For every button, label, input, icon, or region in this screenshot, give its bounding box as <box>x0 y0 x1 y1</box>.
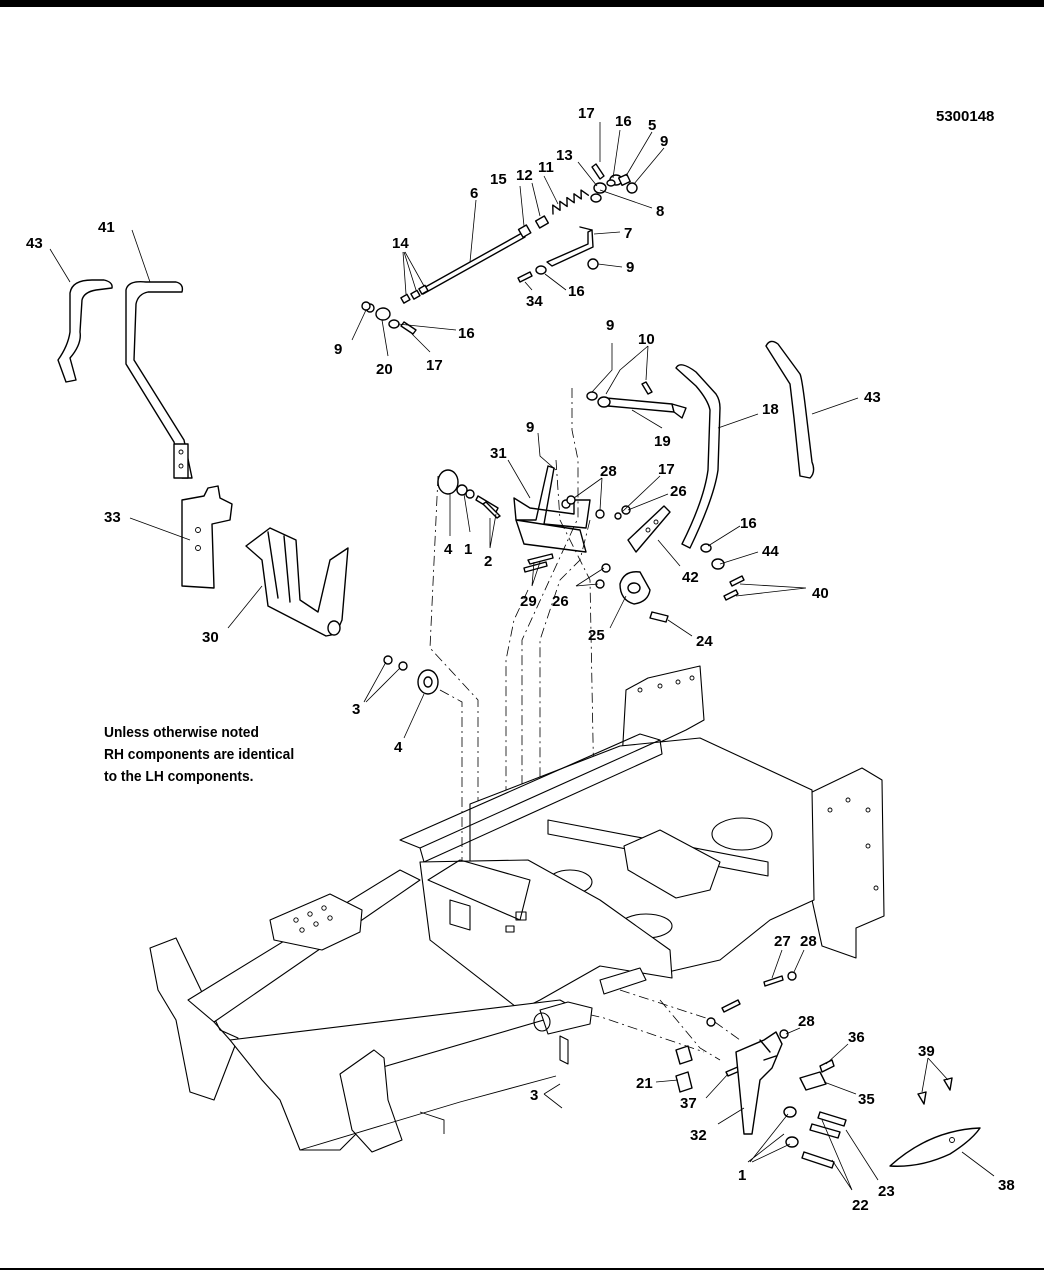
bottom-rule <box>0 1268 1044 1270</box>
figure-id: 5300148 <box>936 108 994 125</box>
callout-4: 4 <box>394 739 403 756</box>
callout-17: 17 <box>426 357 443 374</box>
callout-16: 16 <box>615 113 632 130</box>
callout-26: 26 <box>552 593 569 610</box>
callout-26: 26 <box>670 483 687 500</box>
control-rod-assembly <box>361 163 638 335</box>
callout-9: 9 <box>334 341 342 358</box>
lower-bearing-parts <box>383 655 439 695</box>
callout-10: 10 <box>638 331 655 348</box>
callout-42: 42 <box>682 569 699 586</box>
callout-37: 37 <box>680 1095 697 1112</box>
assembly-centerlines <box>429 388 741 1061</box>
callout-14: 14 <box>392 235 409 252</box>
callout-9: 9 <box>526 419 534 436</box>
callout-7: 7 <box>624 225 632 242</box>
callout-43: 43 <box>864 389 881 406</box>
callout-27: 27 <box>774 933 791 950</box>
note-line: RH components are identical <box>104 746 295 763</box>
callout-12: 12 <box>516 167 533 184</box>
callout-29: 29 <box>520 593 537 610</box>
callout-17: 17 <box>658 461 675 478</box>
callout-1: 1 <box>738 1167 746 1184</box>
callout-9: 9 <box>626 259 634 276</box>
callout-31: 31 <box>490 445 507 462</box>
callout-40: 40 <box>812 585 829 602</box>
callout-1: 1 <box>464 541 472 558</box>
center-linkage <box>437 381 687 623</box>
lh-pivot-assembly <box>181 485 349 637</box>
left-control-handles <box>57 279 193 479</box>
callout-28: 28 <box>600 463 617 480</box>
callout-22: 22 <box>852 1197 869 1214</box>
callout-36: 36 <box>848 1029 865 1046</box>
callout-39: 39 <box>918 1043 935 1060</box>
callout-19: 19 <box>654 433 671 450</box>
callout-43: 43 <box>26 235 43 252</box>
rh-lh-note: Unless otherwise noted RH components are… <box>104 722 343 788</box>
mower-main-frame <box>149 665 885 1153</box>
callout-9: 9 <box>660 133 668 150</box>
callout-20: 20 <box>376 361 393 378</box>
callout-41: 41 <box>98 219 115 236</box>
callout-21: 21 <box>636 1075 653 1092</box>
callout-25: 25 <box>588 627 605 644</box>
callout-4: 4 <box>444 541 453 558</box>
callout-28: 28 <box>798 1013 815 1030</box>
callout-2: 2 <box>484 553 492 570</box>
callout-33: 33 <box>104 509 121 526</box>
callout-15: 15 <box>490 171 507 188</box>
callout-30: 30 <box>202 629 219 646</box>
callout-17: 17 <box>578 105 595 122</box>
callout-16: 16 <box>568 283 585 300</box>
top-rule <box>0 0 1044 7</box>
callout-38: 38 <box>998 1177 1015 1194</box>
right-control-handles <box>675 340 815 601</box>
note-line: Unless otherwise noted <box>104 724 259 741</box>
lower-right-parts <box>675 971 981 1169</box>
callout-44: 44 <box>762 543 779 560</box>
callout-11: 11 <box>538 159 554 176</box>
callout-16: 16 <box>458 325 475 342</box>
callout-8: 8 <box>656 203 664 220</box>
callout-5: 5 <box>648 117 656 134</box>
callout-18: 18 <box>762 401 779 418</box>
callout-28: 28 <box>800 933 817 950</box>
callout-labels: 17 16 5 9 13 15 12 11 8 6 7 9 14 16 34 9… <box>26 105 1015 1214</box>
callout-23: 23 <box>878 1183 895 1200</box>
callout-3: 3 <box>530 1087 538 1104</box>
leader-lines <box>49 122 995 1191</box>
callout-34: 34 <box>526 293 543 310</box>
callout-9: 9 <box>606 317 614 334</box>
callout-32: 32 <box>690 1127 707 1144</box>
callout-24: 24 <box>696 633 713 650</box>
note-line: to the LH components. <box>104 768 254 785</box>
callout-16: 16 <box>740 515 757 532</box>
callout-3: 3 <box>352 701 360 718</box>
callout-13: 13 <box>556 147 573 164</box>
callout-35: 35 <box>858 1091 875 1108</box>
callout-6: 6 <box>470 185 478 202</box>
